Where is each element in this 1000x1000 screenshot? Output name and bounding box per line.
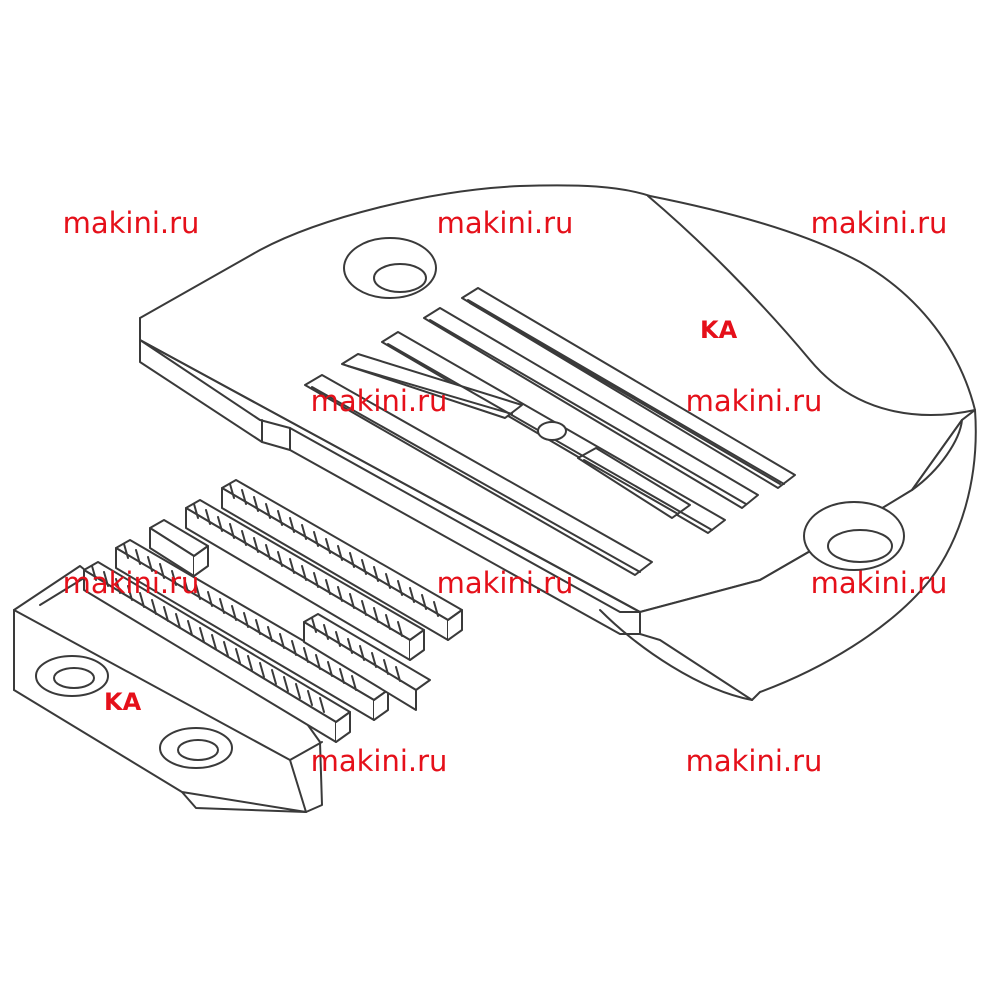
- needle-plate-screw-hole-top: [343, 237, 437, 299]
- needle-plate-screw-hole-right: [803, 501, 905, 571]
- feed-dog: [13, 479, 463, 813]
- ka-logo-needle-plate: KA: [700, 316, 738, 344]
- watermark-text: makini.ru: [685, 744, 823, 778]
- ka-logo-feed-dog: KA: [104, 688, 142, 716]
- watermark-text: makini.ru: [436, 206, 574, 240]
- feed-dog-screw-hole-right: [159, 727, 233, 769]
- feed-dog-screw-hole-left: [35, 655, 109, 697]
- needle-hole: [537, 421, 567, 441]
- watermark-text: makini.ru: [62, 566, 200, 600]
- watermark-text: makini.ru: [310, 744, 448, 778]
- watermark-text: makini.ru: [810, 566, 948, 600]
- needle-plate: [139, 184, 977, 701]
- watermark-text: makini.ru: [436, 566, 574, 600]
- watermark-text: makini.ru: [810, 206, 948, 240]
- watermark-text: makini.ru: [62, 206, 200, 240]
- svg-text:KA: KA: [700, 316, 738, 344]
- feed-dog-teeth: [83, 479, 463, 743]
- needle-plate-right-skirt: [639, 409, 977, 701]
- svg-text:KA: KA: [104, 688, 142, 716]
- watermark-text: makini.ru: [310, 384, 448, 418]
- watermark-text: makini.ru: [685, 384, 823, 418]
